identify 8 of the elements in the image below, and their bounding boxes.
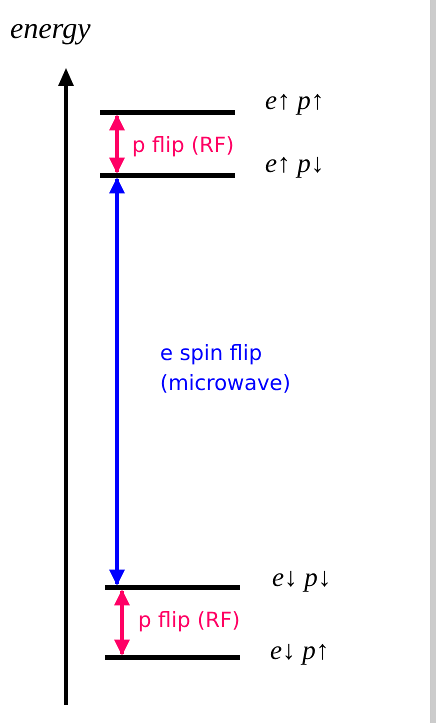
axis-label: energy — [10, 12, 91, 46]
transition-arrow — [109, 114, 125, 174]
transition-arrow — [109, 177, 125, 586]
spin-state-label: e↓ p↑ — [270, 635, 330, 665]
transition-arrow — [114, 589, 130, 656]
spin-state-label: e↑ p↓ — [265, 148, 324, 178]
spin-state-label: e↑ p↑ — [265, 85, 324, 115]
spin-state-label: e↓ p↓ — [272, 562, 332, 592]
